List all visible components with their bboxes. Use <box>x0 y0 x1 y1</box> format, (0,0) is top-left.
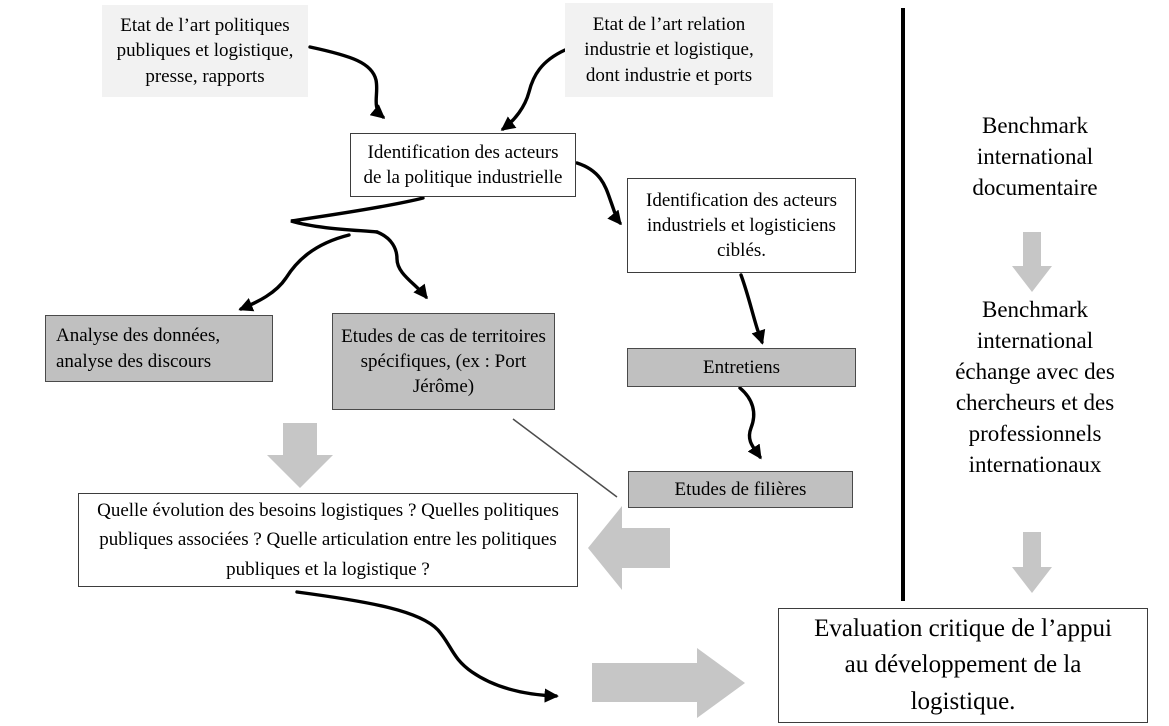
text-benchmark-exchange: Benchmark international échange avec des… <box>955 297 1115 477</box>
box-identification-policy-actors: Identification des acteurs de la politiq… <box>350 133 576 197</box>
arrow-interviews-to-sector-studies <box>738 386 762 460</box>
box-data-analysis: Analyse des données, analyse des discour… <box>45 315 273 382</box>
arrow-industry-to-identification <box>500 48 567 131</box>
box-interviews: Entretiens <box>627 348 856 387</box>
box-sector-studies: Etudes de filières <box>628 471 853 508</box>
arrow-industrial-actors-to-interviews <box>739 273 766 345</box>
block-arrow-right-into-outcome <box>592 648 745 718</box>
arrow-question-to-outcome <box>295 590 559 703</box>
arrow-policy-to-identification <box>308 45 386 119</box>
arrow-to-data-analysis <box>238 233 351 312</box>
arrow-to-case-studies <box>375 230 428 300</box>
box-identification-industrial-actors: Identification des acteurs industriels e… <box>627 178 856 273</box>
box-state-of-art-policy: Etat de l’art politiques publiques et lo… <box>102 5 308 97</box>
block-arrow-down-case-to-question <box>267 423 333 488</box>
box-state-of-art-industry: Etat de l’art relation industrie et logi… <box>565 3 773 97</box>
arrow-identification-to-industrial-actors <box>575 161 622 226</box>
text-benchmark-documentary: Benchmark international documentaire <box>972 113 1098 200</box>
box-case-studies: Etudes de cas de territoires spécifiques… <box>332 313 555 410</box>
box-critical-evaluation: Evaluation critique de l’appui au dévelo… <box>778 608 1148 723</box>
block-arrow-left-into-question <box>588 506 670 590</box>
box-research-question: Quelle évolution des besoins logistiques… <box>78 493 578 587</box>
zigzag-split-stroke <box>290 196 425 234</box>
block-arrow-benchmark-2 <box>1012 532 1052 593</box>
block-arrow-benchmark-1 <box>1012 232 1052 292</box>
connector-case-studies-line <box>512 418 618 498</box>
